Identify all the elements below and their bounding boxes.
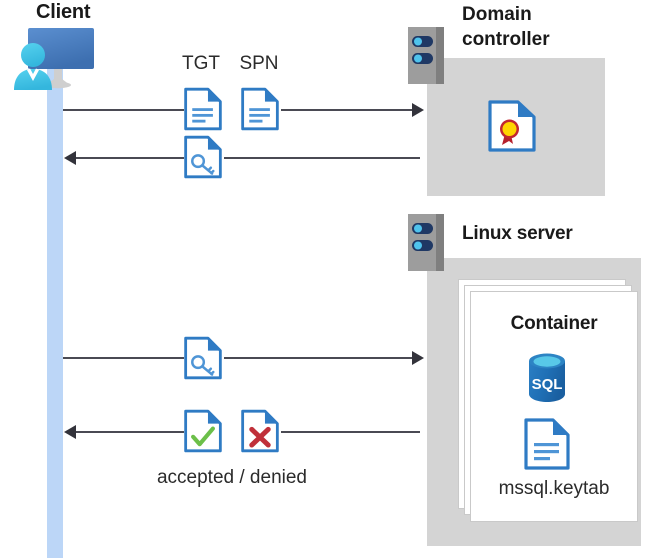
document-key-icon [184,135,222,179]
document-certificate-icon [488,100,536,152]
flow-client-to-linux-line-right [224,357,415,359]
flow-client-to-linux-arrowhead [412,351,424,365]
user-computer-icon [14,28,94,90]
flow-dc-to-client-line-right [224,157,420,159]
flow-client-to-dc-arrowhead [412,103,424,117]
flow-client-to-dc-line-right [281,109,415,111]
ticket-key-document-icon-wrap-top [184,134,222,180]
keytab-document-icon-wrap [524,418,570,470]
flow-linux-to-client-line-left [76,431,184,433]
server-rack-icon [408,27,444,84]
sql-database-icon: SQL [529,353,565,402]
document-check-icon [184,409,222,453]
sql-database-icon-wrap: SQL [525,352,569,404]
tgt-document-icon-wrap [184,86,222,132]
flow-linux-to-client-line-right [281,431,420,433]
linux-server-icon [408,214,444,271]
ticket-key-document-icon-wrap-bottom [184,335,222,381]
certificate-icon-wrap [488,100,536,152]
domain-controller-title-line2: controller [462,29,550,50]
document-icon [241,87,279,131]
svg-text:SQL: SQL [532,376,563,393]
document-cross-icon [241,409,279,453]
client-icon [8,22,104,94]
flow-client-to-dc-line-left [63,109,184,111]
client-title: Client [36,1,91,23]
container-title: Container [510,313,598,334]
accepted-document-icon-wrap [184,408,222,454]
flow-client-to-linux-line-left [63,357,184,359]
server-rack-icon [408,214,444,271]
client-lifeline [47,62,63,558]
linux-server-title: Linux server [462,223,573,244]
document-icon [184,87,222,131]
domain-controller-title: Domain controller [462,2,550,52]
container-card-front [470,291,638,522]
domain-controller-server-icon [408,27,444,84]
flow-linux-to-client-arrowhead [64,425,76,439]
domain-controller-title-line1: Domain [462,4,532,25]
document-icon [524,418,570,470]
spn-label: SPN [239,53,279,74]
denied-document-icon-wrap [241,408,279,454]
flow-dc-to-client-line-left [76,157,184,159]
tgt-label: TGT [182,53,220,74]
flow-dc-to-client-arrowhead [64,151,76,165]
keytab-file-label: mssql.keytab [498,478,610,499]
accepted-denied-label: accepted / denied [156,467,307,488]
document-key-icon [184,336,222,380]
spn-document-icon-wrap [241,86,279,132]
